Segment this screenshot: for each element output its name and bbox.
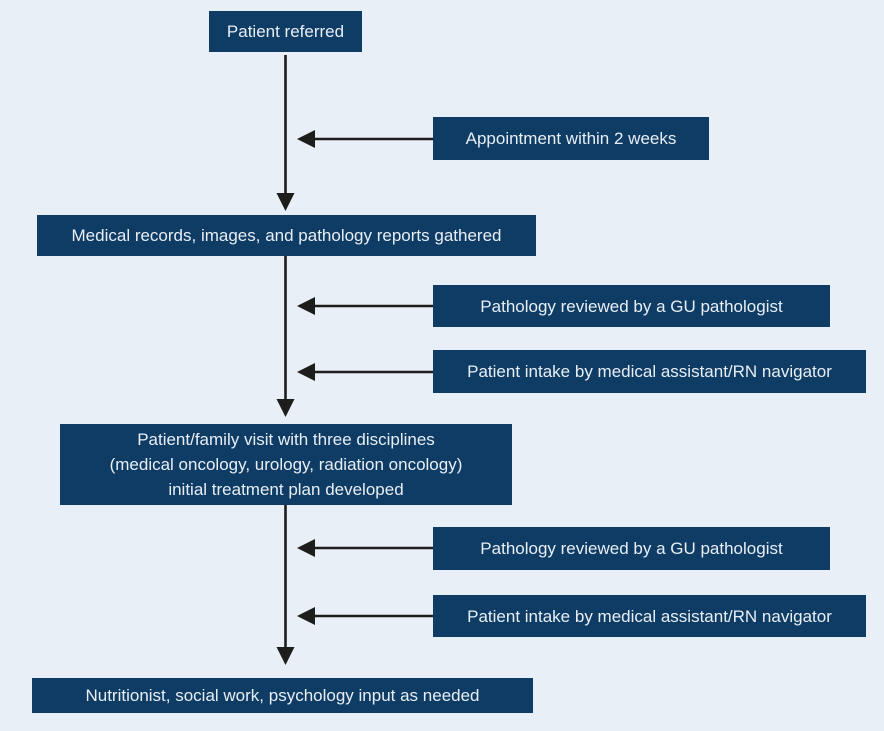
node-label-line2: (medical oncology, urology, radiation on…	[109, 455, 463, 474]
node-label: Patient intake by medical assistant/RN n…	[467, 606, 832, 626]
node-label: Pathology reviewed by a GU pathologist	[480, 296, 783, 316]
arrow-referred-to-records-icon	[276, 55, 295, 211]
node-pathology-review-bottom: Pathology reviewed by a GU pathologist	[433, 527, 830, 570]
node-multidisciplinary-visit: Patient/family visit with three discipli…	[60, 424, 512, 505]
node-label: Patient intake by medical assistant/RN n…	[467, 362, 832, 381]
node-label-line3: initial treatment plan developed	[168, 480, 404, 499]
node-label-line1: Patient/family visit with three discipli…	[137, 430, 435, 449]
node-label: Pathology reviewed by a GU pathologist	[480, 539, 783, 558]
node-label: Nutritionist, social work, psychology in…	[85, 686, 480, 705]
node-appointment: Appointment within 2 weeks	[433, 117, 709, 160]
node-patient-intake-top: Patient intake by medical assistant/RN n…	[433, 350, 866, 393]
node-label: Patient referred	[226, 22, 345, 41]
node-patient-intake-bottom: Patient intake by medical assistant/RN n…	[433, 595, 866, 637]
arrow-intake-top-icon	[297, 363, 433, 381]
arrow-pathology-top-icon	[297, 297, 433, 315]
node-pathology-review-top: Pathology reviewed by a GU pathologist	[433, 285, 830, 327]
node-label: Appointment within 2 weeks	[465, 129, 677, 148]
arrow-pathology-bottom-icon	[297, 539, 433, 557]
node-records-gathered: Medical records, images, and pathology r…	[37, 215, 536, 256]
arrow-appointment-icon	[297, 130, 433, 148]
node-patient-referred: Patient referred	[209, 11, 362, 52]
arrow-records-to-visit-icon	[276, 256, 295, 417]
arrow-visit-to-support-icon	[276, 505, 295, 665]
node-support-services: Nutritionist, social work, psychology in…	[32, 678, 533, 713]
node-label: Medical records, images, and pathology r…	[71, 226, 502, 245]
arrow-intake-bottom-icon	[297, 607, 433, 625]
